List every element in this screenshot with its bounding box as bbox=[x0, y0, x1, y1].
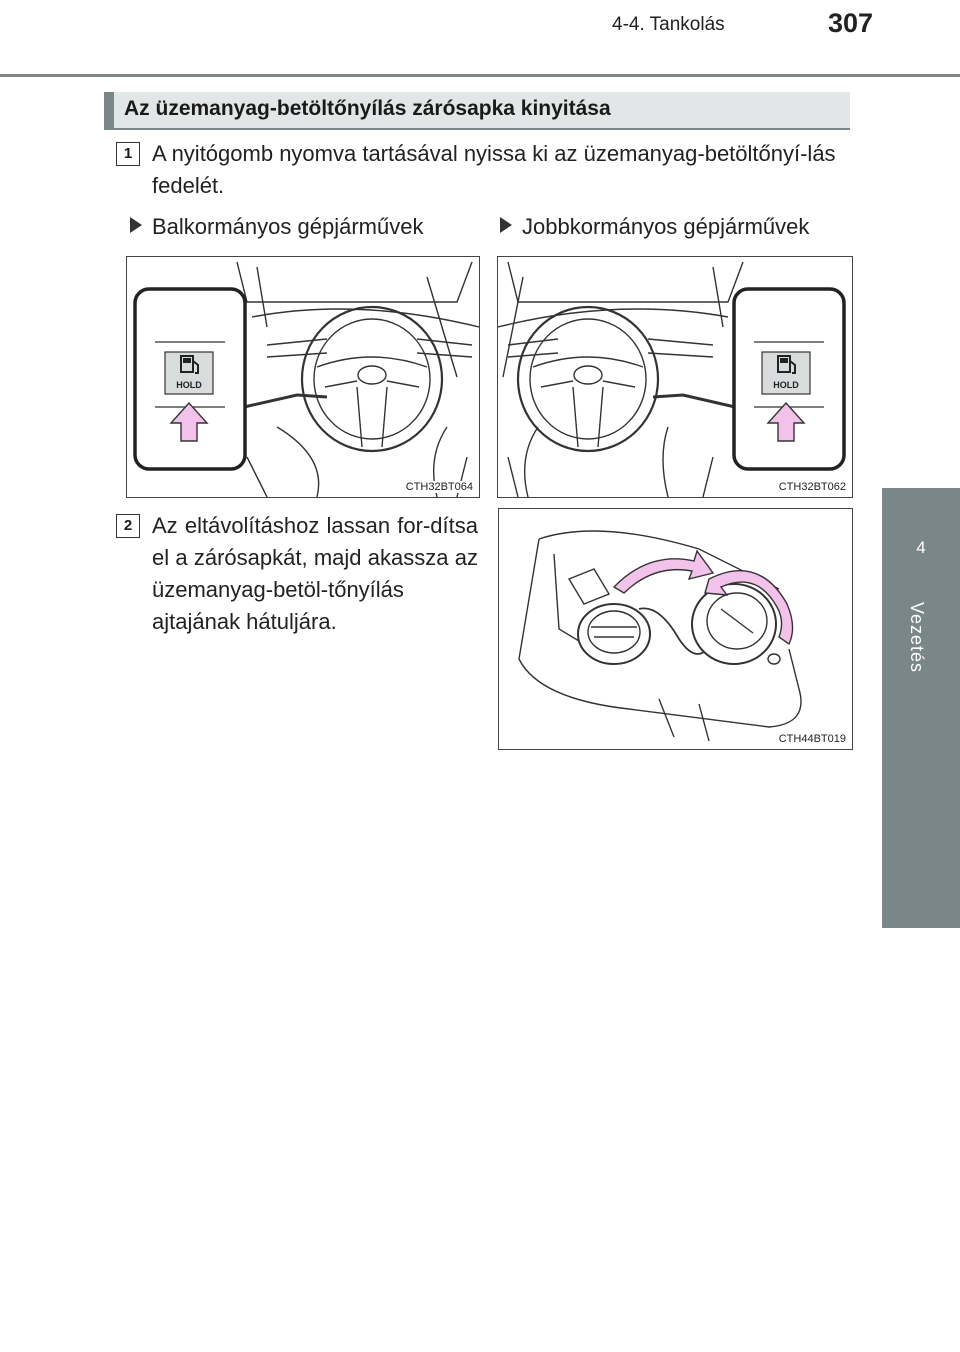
rotate-arrow-icon bbox=[704, 570, 794, 646]
figure-cap-code: CTH44BT019 bbox=[776, 733, 848, 745]
triangle-bullet-icon bbox=[500, 217, 512, 233]
chapter-tab bbox=[882, 488, 960, 928]
subhead-lhd: Balkormányos gépjárművek bbox=[130, 214, 423, 240]
step-2-text: Az eltávolításhoz lassan for-dítsa el a … bbox=[152, 513, 478, 634]
step-number-1: 1 bbox=[116, 142, 140, 166]
section-heading: Az üzemanyag-betöltőnyílás zárósapka kin… bbox=[124, 97, 611, 120]
subhead-lhd-label: Balkormányos gépjárművek bbox=[152, 214, 424, 239]
rhd-button-label: HOLD bbox=[773, 380, 799, 390]
rhd-dashboard-illustration: HOLD bbox=[498, 261, 846, 497]
figure-fuel-cap: CTH44BT019 bbox=[498, 508, 853, 750]
header-rule bbox=[0, 74, 960, 77]
subhead-rhd: Jobbkormányos gépjárművek bbox=[500, 214, 809, 240]
figure-lhd-code: CTH32BT064 bbox=[403, 481, 475, 493]
step-1-text: A nyitógomb nyomva tartásával nyissa ki … bbox=[152, 141, 836, 198]
up-arrow-icon bbox=[766, 401, 806, 442]
subhead-rhd-label: Jobbkormányos gépjárművek bbox=[522, 214, 810, 239]
lhd-dashboard-illustration: HOLD bbox=[133, 261, 479, 497]
step-number-2: 2 bbox=[116, 514, 140, 538]
heading-rule bbox=[104, 128, 850, 130]
section-title: 4-4. Tankolás bbox=[612, 14, 725, 35]
chapter-label: Vezetés bbox=[907, 602, 927, 674]
fuel-pump-icon bbox=[777, 355, 796, 374]
up-arrow-icon bbox=[169, 401, 209, 442]
triangle-bullet-icon bbox=[130, 217, 142, 233]
fuel-pump-icon bbox=[180, 355, 199, 374]
lhd-fuel-door-button bbox=[164, 351, 214, 395]
chapter-number: 4 bbox=[916, 538, 926, 557]
heading-bar bbox=[104, 92, 850, 128]
figure-lhd-dashboard: HOLD CTH32BT064 bbox=[126, 256, 480, 498]
page-number: 307 bbox=[828, 8, 874, 38]
rotate-arrow-icon bbox=[612, 549, 715, 594]
fuel-cap-illustration bbox=[518, 530, 802, 742]
figure-rhd-code: CTH32BT062 bbox=[776, 481, 848, 493]
lhd-button-label: HOLD bbox=[176, 380, 202, 390]
figure-rhd-dashboard: HOLD CTH32BT062 bbox=[497, 256, 853, 498]
